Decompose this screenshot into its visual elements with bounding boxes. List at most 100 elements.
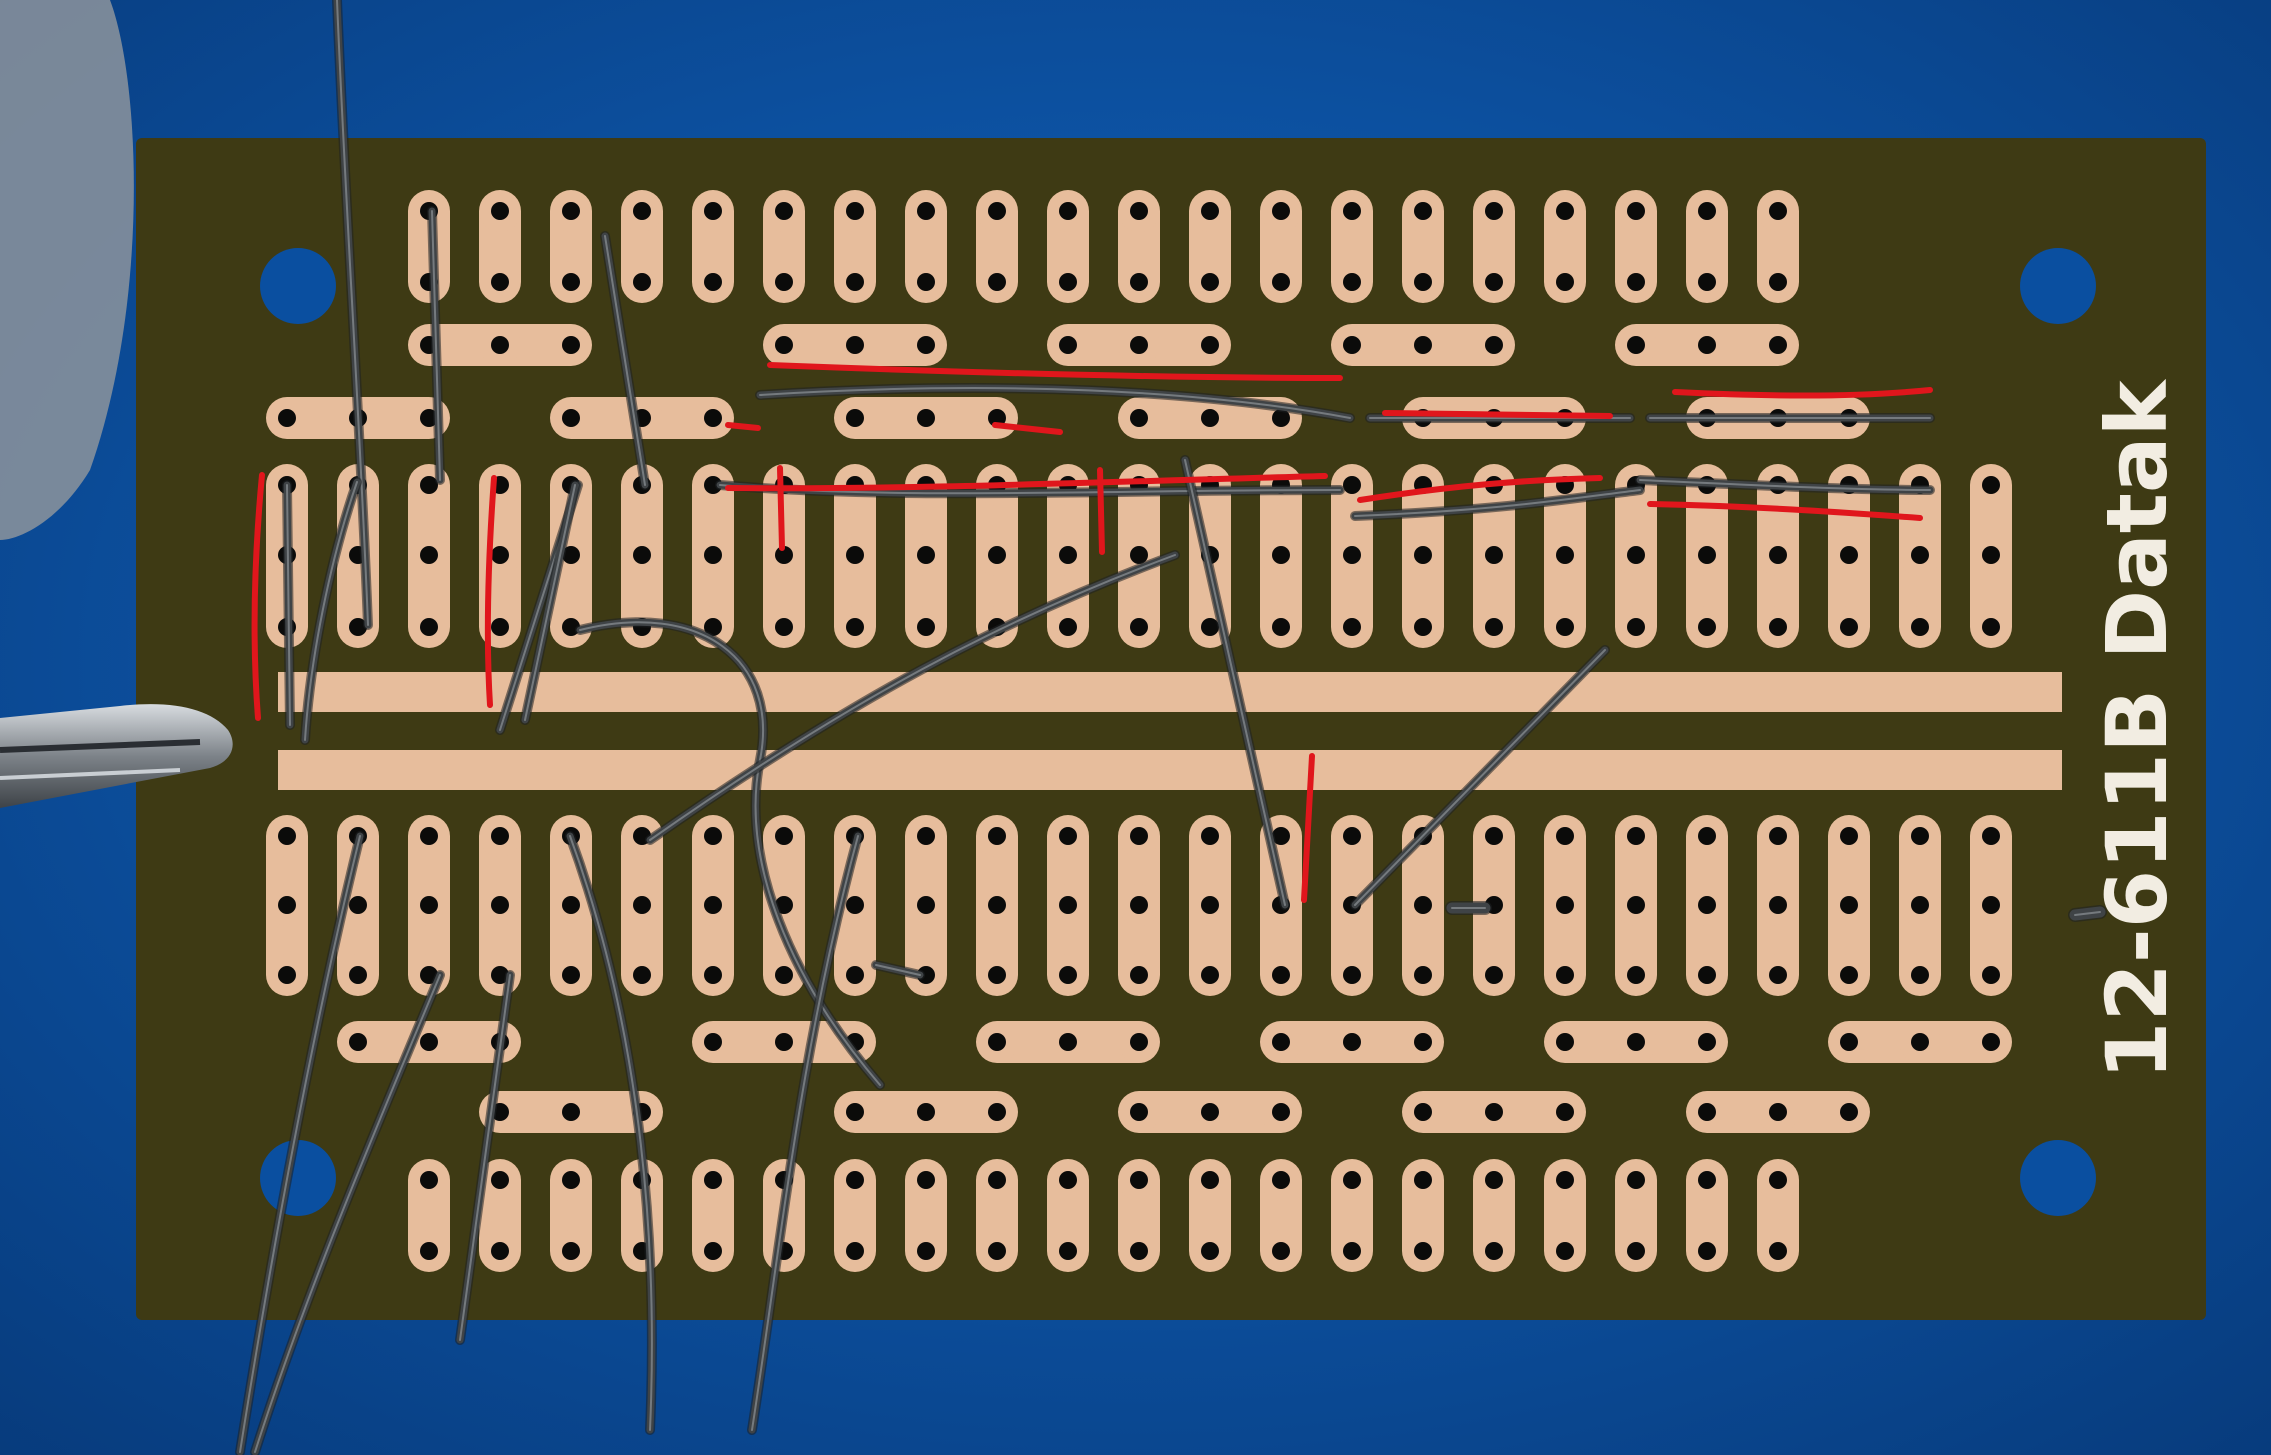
pad-hole	[1911, 896, 1929, 914]
pad-hole	[1840, 827, 1858, 845]
wire-highlight	[459, 974, 511, 1341]
pad-hole	[1556, 1171, 1574, 1189]
pad-hole	[491, 546, 509, 564]
pad-hole	[420, 476, 438, 494]
wire-highlight	[875, 964, 921, 976]
wire-highlight	[604, 235, 646, 486]
pad-hole	[1414, 273, 1432, 291]
pad-hole	[1698, 966, 1716, 984]
pad-hole	[1130, 546, 1148, 564]
pad-hole	[1982, 618, 2000, 636]
pad-hole	[562, 273, 580, 291]
wire-highlight	[431, 210, 441, 481]
pad-hole	[988, 896, 1006, 914]
pad-hole	[420, 546, 438, 564]
pad-hole	[775, 273, 793, 291]
pad-hole	[704, 546, 722, 564]
pad-hole	[1059, 202, 1077, 220]
pad-hole	[491, 827, 509, 845]
pad-hole	[562, 202, 580, 220]
red-mark	[725, 422, 761, 431]
pad-hole	[988, 202, 1006, 220]
wire-highlight	[759, 387, 1351, 419]
pad-hole	[1272, 618, 1290, 636]
pad-hole	[704, 273, 722, 291]
pad-hole	[1414, 618, 1432, 636]
red-mark	[251, 472, 265, 721]
pad-hole	[1485, 1103, 1503, 1121]
pad-hole	[1343, 546, 1361, 564]
pad-hole	[1201, 1171, 1219, 1189]
pad-hole	[1556, 273, 1574, 291]
pad-hole	[349, 618, 367, 636]
pad-hole	[1201, 896, 1219, 914]
pad-hole	[420, 827, 438, 845]
pad-hole	[278, 896, 296, 914]
pad-hole	[1556, 618, 1574, 636]
pad-hole	[1343, 336, 1361, 354]
pad-hole	[988, 1242, 1006, 1260]
pad-hole	[1556, 546, 1574, 564]
pad-hole	[1343, 476, 1361, 494]
wire-highlight	[649, 554, 1176, 841]
red-mark	[1672, 387, 1933, 399]
pad-hole	[846, 273, 864, 291]
pad-hole	[1911, 546, 1929, 564]
pad-hole	[1272, 966, 1290, 984]
pad-hole	[704, 1242, 722, 1260]
pad-hole	[1627, 1171, 1645, 1189]
pad-hole	[1485, 618, 1503, 636]
pad-hole	[1485, 1242, 1503, 1260]
pad-hole	[846, 546, 864, 564]
pad-hole	[1343, 202, 1361, 220]
red-mark	[777, 465, 785, 551]
board-label: 12-611B Datak	[2088, 378, 2186, 1080]
pad-hole	[633, 546, 651, 564]
pad-hole	[1485, 336, 1503, 354]
pad-hole	[1201, 1242, 1219, 1260]
pad-hole	[704, 202, 722, 220]
pad-hole	[1698, 273, 1716, 291]
pad-hole	[1201, 202, 1219, 220]
pad-hole	[1627, 966, 1645, 984]
pad-hole	[1485, 273, 1503, 291]
pad-hole	[562, 966, 580, 984]
pad-hole	[1485, 202, 1503, 220]
power-rail-bottom	[278, 750, 2062, 790]
wire-highlight	[1184, 459, 1286, 906]
pad-hole	[1272, 409, 1290, 427]
pad-hole	[1272, 202, 1290, 220]
pad-hole	[1272, 1103, 1290, 1121]
pad-hole	[704, 896, 722, 914]
pad-hole	[1343, 273, 1361, 291]
pad-hole	[491, 618, 509, 636]
pad-hole	[1343, 1033, 1361, 1051]
pad-hole	[1769, 896, 1787, 914]
pad-hole	[1130, 1242, 1148, 1260]
pad-hole	[1414, 1033, 1432, 1051]
pad-hole	[1840, 618, 1858, 636]
pad-hole	[1130, 966, 1148, 984]
pad-hole	[562, 409, 580, 427]
pad-hole	[1059, 1033, 1077, 1051]
red-mark	[1301, 753, 1315, 903]
pad-hole	[1769, 1171, 1787, 1189]
pad-hole	[491, 896, 509, 914]
pad-hole	[1485, 827, 1503, 845]
pad-hole	[775, 336, 793, 354]
pad-hole	[1201, 409, 1219, 427]
pad-hole	[917, 1103, 935, 1121]
pad-hole	[1272, 1242, 1290, 1260]
pad-hole	[1201, 827, 1219, 845]
pad-hole	[846, 1171, 864, 1189]
pad-hole	[633, 966, 651, 984]
pad-hole	[1272, 546, 1290, 564]
pad-hole	[562, 1171, 580, 1189]
pad-hole	[1414, 1171, 1432, 1189]
pad-hole	[1982, 966, 2000, 984]
pad-hole	[775, 202, 793, 220]
pad-hole	[1059, 336, 1077, 354]
pad-hole	[1130, 1033, 1148, 1051]
pad-hole	[491, 336, 509, 354]
pad-hole	[917, 618, 935, 636]
